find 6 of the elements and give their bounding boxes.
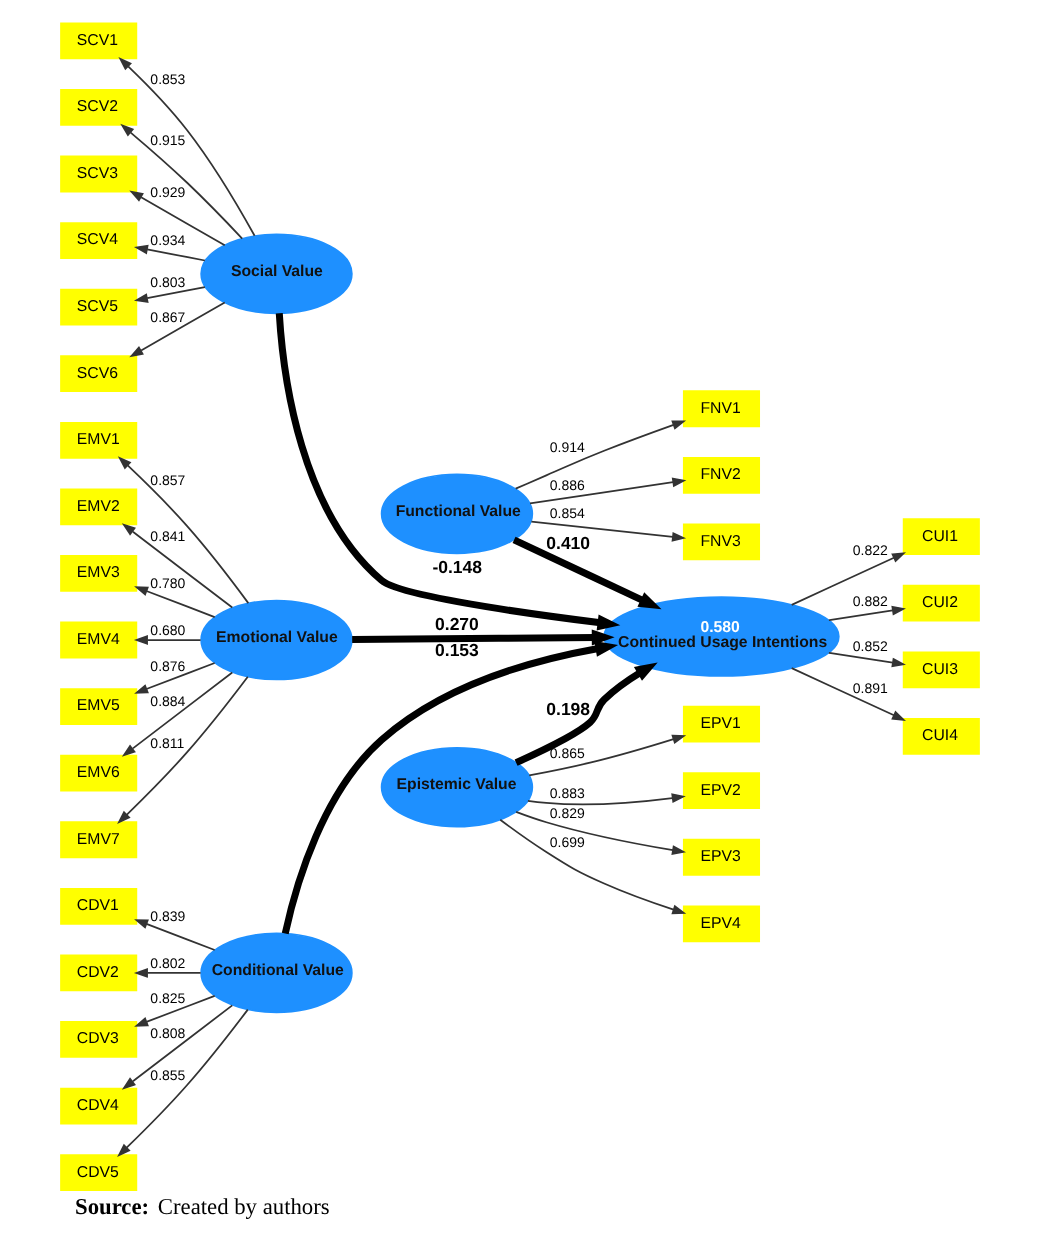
edge-label: -0.148 (432, 557, 483, 578)
edge-label: 0.410 (546, 532, 591, 553)
caption: Source: Created by authors (75, 1195, 330, 1220)
edge-label: 0.270 (435, 613, 479, 634)
edge-label: 0.153 (435, 639, 479, 660)
edge-label: 0.198 (546, 699, 591, 720)
